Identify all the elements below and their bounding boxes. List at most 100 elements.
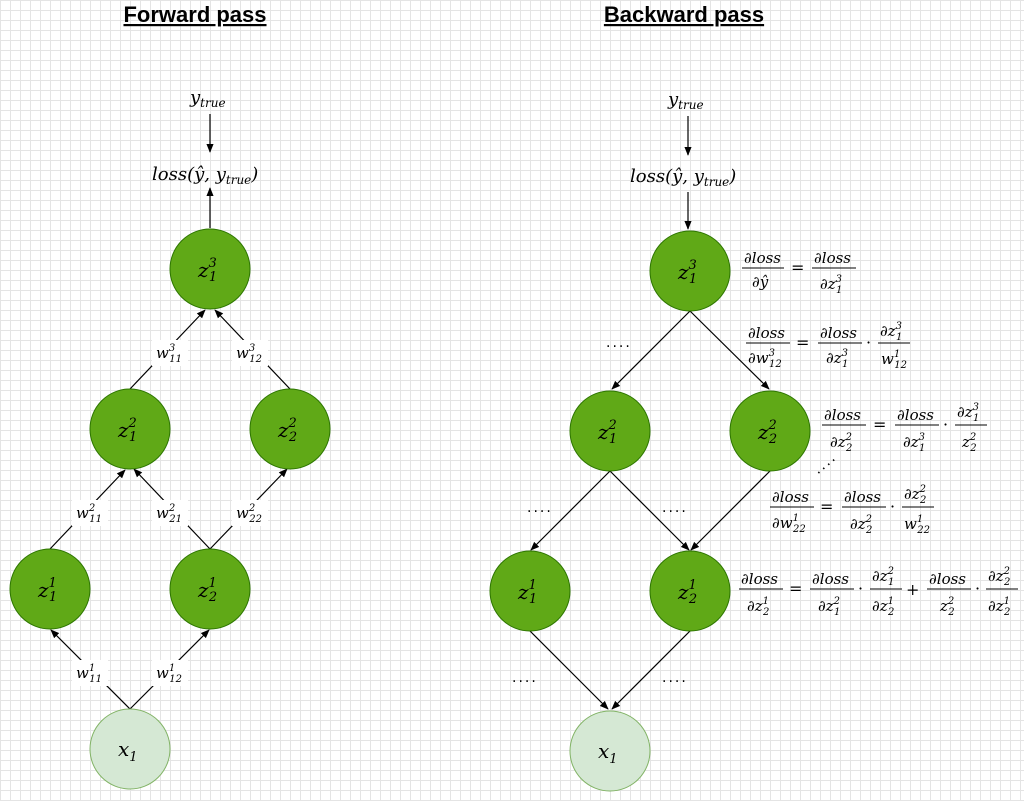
- ellipsis-3: ....: [662, 500, 688, 516]
- ellipsis-1: ....: [606, 335, 632, 351]
- backward-edge-z11-x1: [529, 630, 609, 710]
- ellipsis-5: ....: [662, 670, 688, 686]
- svg-text:·: ·: [943, 415, 948, 434]
- backward-edge-z12-x1: [611, 630, 691, 710]
- svg-text:∂z22: ∂z22: [850, 514, 872, 536]
- svg-text:∂loss: ∂loss: [844, 488, 881, 506]
- backward-ytrue-label: ytrue: [667, 89, 704, 112]
- forward-ytrue-label: ytrue: [189, 87, 226, 110]
- svg-text:∂loss: ∂loss: [820, 324, 857, 342]
- backward-edge-z21-z12: [609, 470, 690, 551]
- svg-text:∂loss: ∂loss: [897, 406, 934, 424]
- forward-pass-title: Forward pass: [123, 2, 266, 27]
- backward-pass-diagram: ytrue loss(ŷ, ytrue) .... .... .... ....…: [489, 89, 1018, 792]
- svg-text:∂z12: ∂z12: [872, 596, 894, 618]
- svg-text:∂z31: ∂z31: [820, 274, 842, 296]
- svg-text:∂loss: ∂loss: [812, 570, 849, 588]
- svg-text:∂ŷ: ∂ŷ: [752, 273, 769, 291]
- svg-text:∂z21: ∂z21: [872, 566, 894, 588]
- backward-edge-z31-z22: [689, 310, 770, 390]
- backward-node-x1: x1: [569, 710, 651, 792]
- node-label-x1: x1: [118, 737, 138, 765]
- svg-text:=: =: [796, 333, 809, 352]
- svg-text:∂z21: ∂z21: [818, 596, 840, 618]
- svg-text:=: =: [789, 579, 802, 598]
- svg-text:∂z31: ∂z31: [826, 348, 848, 370]
- svg-text:∂loss: ∂loss: [824, 406, 861, 424]
- ellipsis-2: ....: [527, 500, 553, 516]
- svg-text:∂z31: ∂z31: [903, 432, 925, 454]
- backward-pass-title: Backward pass: [604, 2, 764, 27]
- svg-text:=: =: [873, 415, 886, 434]
- node-label-bx1: x1: [598, 739, 618, 767]
- svg-text:∂z22: ∂z22: [988, 566, 1010, 588]
- backward-edge-z21-z11: [530, 470, 611, 551]
- svg-text:∂z22: ∂z22: [830, 432, 852, 454]
- svg-text:∂loss: ∂loss: [929, 570, 966, 588]
- svg-text:∂z22: ∂z22: [904, 484, 926, 506]
- svg-text:+: +: [906, 580, 919, 599]
- svg-text:∂loss: ∂loss: [741, 570, 778, 588]
- ellipsis-4: ....: [512, 670, 538, 686]
- svg-text:·: ·: [975, 579, 980, 598]
- forward-loss-label: loss(ŷ, ytrue): [152, 164, 258, 187]
- svg-text:∂loss: ∂loss: [772, 488, 809, 506]
- ellipsis-6: ....: [810, 449, 840, 478]
- backward-edge-z22-z12: [690, 470, 771, 551]
- svg-text:∂z31: ∂z31: [880, 321, 902, 343]
- backward-loss-label: loss(ŷ, ytrue): [630, 166, 736, 189]
- svg-text:·: ·: [890, 497, 895, 516]
- svg-text:·: ·: [866, 333, 871, 352]
- backward-edge-z31-z21: [611, 310, 691, 390]
- svg-text:∂loss: ∂loss: [748, 324, 785, 342]
- svg-text:∂z12: ∂z12: [747, 596, 769, 618]
- svg-text:·: ·: [858, 579, 863, 598]
- svg-text:z22: z22: [939, 596, 955, 618]
- svg-text:=: =: [791, 258, 804, 277]
- svg-text:∂z31: ∂z31: [957, 402, 979, 424]
- svg-text:=: =: [820, 497, 833, 516]
- forward-node-x1: x1: [89, 708, 171, 790]
- svg-text:∂loss: ∂loss: [744, 249, 781, 267]
- svg-text:∂loss: ∂loss: [814, 249, 851, 267]
- svg-text:z22: z22: [961, 432, 977, 454]
